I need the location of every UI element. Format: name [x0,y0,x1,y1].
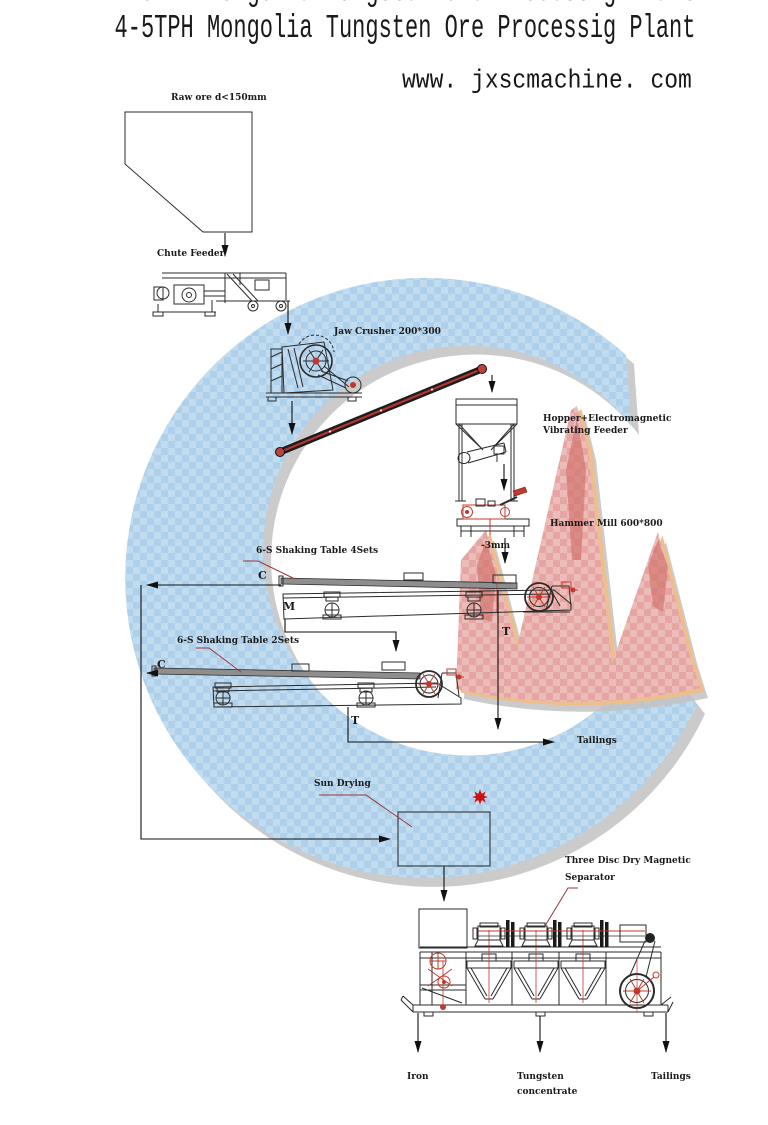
logo-crown-cores [477,418,668,622]
label-sun-drying: Sun Drying [314,779,371,789]
label-hammer-mill: Hammer Mill 600*800 [550,519,663,529]
label-tailings-mid: Tailings [577,736,617,746]
label-stream-t2: T [351,714,360,727]
label-raw-ore: Raw ore d<150mm [171,93,267,103]
shaking-table-4sets-drawing [278,572,578,620]
label-output-tailings: Tailings [651,1072,691,1082]
clipped-heading-line: 4-5TPH Mongolia Tungsten Ore Processig P… [114,0,696,11]
leader-lines [196,560,578,927]
magnetic-separator-drawing [400,920,674,1017]
label-minus-3mm: -3mm [481,541,511,551]
label-magnetic-separator-line2: Separator [565,873,615,883]
jaw-crusher-drawing [266,334,362,402]
label-shaking-table-4sets: 6-S Shaking Table 4Sets [256,546,379,556]
label-stream-c1: C [258,569,267,582]
label-hopper-feeder-line1: Hopper+Electromagnetic [543,414,672,424]
raw-ore-bin-drawing [124,111,253,233]
flow-lines [140,233,670,1053]
page-title: 4-5TPH Mongolia Tungsten Ore Processig P… [114,10,696,48]
logo-c-texture [125,277,698,878]
flow-table1-middlings-to-table2 [284,619,400,652]
label-hopper-feeder-line2: Vibrating Feeder [543,426,628,436]
label-chute-feeder: Chute Feeder [157,249,225,259]
hammer-mill-drawing [456,486,530,537]
leader-table-4sets [243,560,296,580]
hopper-vibrating-feeder-drawing [455,398,518,502]
label-stream-c2: C [157,658,166,671]
flow-tailings-out-mid [347,707,555,746]
leader-sun-drying [319,794,413,828]
label-magnetic-separator-line1: Three Disc Dry Magnetic [565,856,691,866]
separator-feed-box-drawing [418,908,468,949]
belt-conveyor-drawing [275,364,487,457]
website-url[interactable]: www. jxscmachine. com [402,66,692,96]
leader-magnetic-separator [544,887,578,927]
leader-table-2sets [196,647,242,673]
label-jaw-crusher: Jaw Crusher 200*300 [334,327,441,337]
label-stream-t1: T [502,625,511,638]
jxsc-logo-watermark [125,277,708,887]
sun-icon [472,789,488,805]
label-output-tungsten-line1: Tungsten [517,1072,564,1082]
label-shaking-table-2sets: 6-S Shaking Table 2Sets [177,636,300,646]
label-output-tungsten-line2: concentrate [517,1087,578,1097]
label-output-iron: Iron [407,1072,429,1082]
chute-feeder-drawing [152,272,290,317]
flow-concentrate-to-sundrying [140,585,391,843]
label-stream-m: M [283,600,296,613]
